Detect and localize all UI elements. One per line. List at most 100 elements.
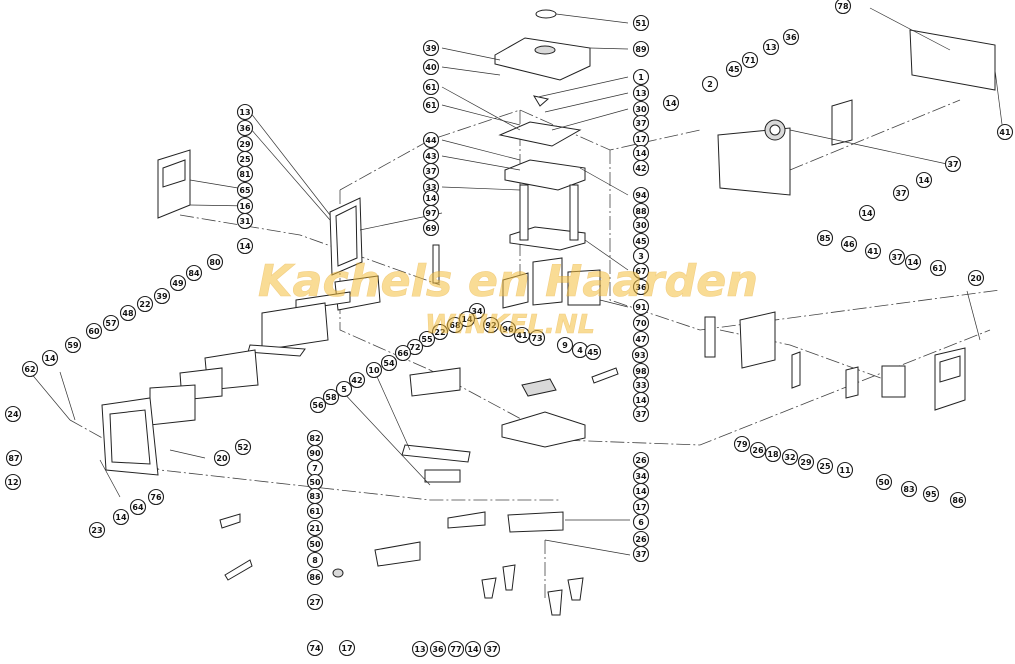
- callout-number: 10: [368, 366, 380, 375]
- callout-circle: [185, 264, 203, 282]
- callout-circle: [64, 336, 82, 354]
- callout-34: 34: [632, 467, 650, 485]
- callout-circle: [797, 453, 815, 471]
- callout-number: 37: [635, 550, 646, 559]
- callout-circle: [816, 457, 834, 475]
- callout-number: 52: [237, 443, 248, 452]
- callout-circle: [236, 181, 254, 199]
- callout-93: 93: [631, 346, 649, 364]
- callout-number: 42: [635, 164, 646, 173]
- callout-40: 40: [422, 58, 440, 76]
- callout-14: 14: [236, 237, 254, 255]
- callout-16: 16: [236, 197, 254, 215]
- callout-circle: [422, 39, 440, 57]
- callout-number: 24: [7, 410, 19, 419]
- callout-circle: [888, 248, 906, 266]
- callout-number: 84: [188, 269, 200, 278]
- callout-circle: [632, 68, 650, 86]
- callout-number: 3: [638, 252, 644, 261]
- callout-30: 30: [632, 216, 650, 234]
- callout-17: 17: [632, 130, 650, 148]
- part-leg-4: [567, 577, 584, 601]
- callout-8: 8: [306, 551, 324, 569]
- callout-number: 6: [638, 518, 644, 527]
- callout-42: 42: [632, 159, 650, 177]
- callout-number: 36: [432, 645, 444, 654]
- callout-number: 61: [425, 83, 437, 92]
- callout-number: 83: [903, 485, 914, 494]
- callout-number: 17: [635, 135, 646, 144]
- callout-number: 92: [485, 321, 496, 330]
- callout-44: 44: [422, 131, 440, 149]
- callout-number: 81: [239, 170, 251, 179]
- callout-number: 21: [309, 524, 321, 533]
- callout-13: 13: [632, 84, 650, 102]
- callout-circle: [338, 639, 356, 657]
- callout-number: 30: [635, 221, 647, 230]
- callout-circle: [632, 159, 650, 177]
- callout-circle: [632, 84, 650, 102]
- callout-circle: [394, 344, 412, 362]
- callout-number: 37: [635, 410, 646, 419]
- callout-58: 58: [322, 388, 340, 406]
- callout-circle: [422, 58, 440, 76]
- callout-circle: [528, 329, 546, 347]
- part-lower-front: [261, 302, 329, 351]
- callout-number: 67: [635, 267, 646, 276]
- callout-number: 17: [341, 644, 352, 653]
- callout-number: 61: [309, 507, 321, 516]
- callout-number: 22: [434, 328, 445, 337]
- callout-number: 5: [341, 385, 347, 394]
- callout-73: 73: [528, 329, 546, 347]
- callout-circle: [816, 229, 834, 247]
- callout-number: 41: [516, 331, 528, 340]
- callout-circle: [632, 545, 650, 563]
- callout-36: 36: [429, 640, 447, 658]
- part-top-plate: [494, 37, 591, 81]
- callout-circle: [464, 640, 482, 658]
- callout-number: 65: [239, 186, 251, 195]
- callout-number: 50: [309, 540, 321, 549]
- callout-number: 48: [122, 309, 134, 318]
- callout-64: 64: [129, 498, 147, 516]
- callout-71: 71: [741, 51, 759, 69]
- part-small-plate: [521, 378, 557, 397]
- callout-number: 56: [312, 401, 324, 410]
- callout-number: 37: [947, 160, 958, 169]
- callout-14: 14: [632, 144, 650, 162]
- watermark-sub: WINKEL.NL: [425, 310, 595, 340]
- callout-14: 14: [858, 204, 876, 222]
- callout-number: 61: [932, 264, 944, 273]
- callout-79: 79: [733, 435, 751, 453]
- callout-14: 14: [632, 391, 650, 409]
- part-right-side-panel: [739, 311, 776, 369]
- callout-circle: [422, 162, 440, 180]
- callout-39: 39: [153, 287, 171, 305]
- callout-circle: [112, 508, 130, 526]
- callout-number: 14: [44, 354, 56, 363]
- callout-circle: [632, 40, 650, 58]
- callout-37: 37: [483, 640, 501, 658]
- callout-number: 14: [461, 315, 473, 324]
- callout-number: 37: [486, 645, 497, 654]
- callout-25: 25: [816, 457, 834, 475]
- callout-circle: [513, 326, 531, 344]
- callout-41: 41: [513, 326, 531, 344]
- callout-number: 14: [918, 176, 930, 185]
- callout-number: 43: [425, 152, 436, 161]
- callout-number: 66: [397, 349, 409, 358]
- callout-69: 69: [422, 219, 440, 237]
- callout-36: 36: [632, 278, 650, 296]
- callout-number: 90: [309, 449, 321, 458]
- callout-number: 14: [861, 209, 873, 218]
- callout-number: 59: [67, 341, 79, 350]
- callout-number: 44: [425, 136, 437, 145]
- callout-17: 17: [632, 498, 650, 516]
- callout-circle: [499, 320, 517, 338]
- callout-number: 71: [744, 56, 756, 65]
- callout-number: 18: [767, 450, 779, 459]
- callout-62: 62: [21, 360, 39, 378]
- callout-number: 50: [309, 478, 321, 487]
- callout-46: 46: [840, 235, 858, 253]
- callout-circle: [733, 435, 751, 453]
